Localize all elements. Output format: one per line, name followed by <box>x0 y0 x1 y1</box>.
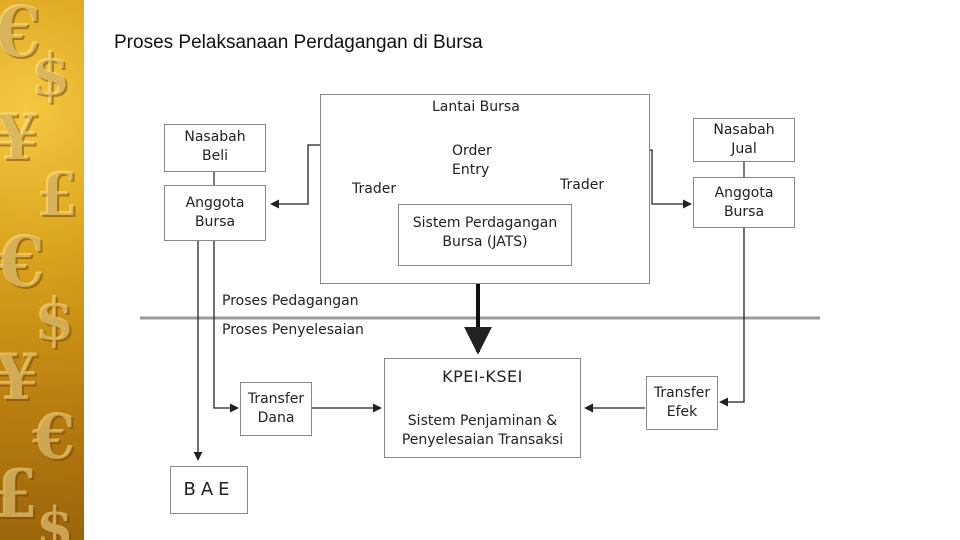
kpei-ksei-box <box>384 358 581 458</box>
nasabah-jual-line: Nasabah <box>713 122 775 138</box>
currency-symbol-icon: ¥ <box>0 100 39 175</box>
kpei-ksei-line: Penyelesaian Transaksi <box>401 432 564 448</box>
trading-process-diagram: Lantai Bursa Trader Trader Order Entry S… <box>140 90 820 520</box>
kpei-ksei-subtitle: Sistem Penjaminan & Penyelesaian Transak… <box>384 412 581 450</box>
anggota-bursa-left-line: Anggota <box>185 195 245 211</box>
order-entry-label: Order Entry <box>452 142 492 180</box>
currency-symbol-icon: $ <box>36 495 74 540</box>
currency-symbol-icon: £ <box>0 455 38 533</box>
jats-box <box>398 204 572 266</box>
proses-penyelesaian-label: Proses Penyelesaian <box>222 322 364 338</box>
currency-symbol-icon: $ <box>30 40 71 108</box>
nasabah-jual-label: Nasabah Jual <box>693 121 795 159</box>
transfer-dana-line: Dana <box>257 410 295 426</box>
currency-symbol-icon: ¥ <box>0 340 39 415</box>
transfer-dana-label: Transfer Dana <box>240 390 312 428</box>
nasabah-jual-line: Jual <box>731 141 757 157</box>
currency-symbol-icon: € <box>0 0 41 73</box>
slide-title: Proses Pelaksanaan Perdagangan di Bursa <box>114 32 483 53</box>
transfer-dana-box <box>240 382 312 436</box>
transfer-efek-line: Transfer <box>653 385 711 401</box>
nasabah-beli-line: Nasabah <box>184 129 246 145</box>
arrow-anggota-to-transfer-dana <box>213 240 239 413</box>
nasabah-jual-box <box>693 118 795 162</box>
transfer-efek-line: Efek <box>666 404 698 420</box>
kpei-ksei-line: Sistem Penjaminan & <box>407 413 558 429</box>
currency-symbol-icon: £ <box>36 160 78 230</box>
transfer-dana-line: Transfer <box>247 391 305 407</box>
jats-line: Sistem Perdagangan <box>412 215 558 231</box>
anggota-bursa-right-line: Anggota <box>714 185 774 201</box>
order-entry-line: Entry <box>452 162 490 178</box>
lantai-bursa-label: Lantai Bursa <box>432 99 520 115</box>
anggota-bursa-right-box <box>693 177 795 228</box>
transfer-efek-label: Transfer Efek <box>644 384 720 422</box>
order-entry-line: Order <box>452 143 492 159</box>
currency-symbol-icon: € <box>32 400 76 473</box>
jats-label: Sistem Perdagangan Bursa (JATS) <box>398 214 572 252</box>
currency-symbol-icon: € <box>0 220 45 303</box>
anggota-bursa-left-box <box>164 185 266 241</box>
bae-label: BAE <box>183 479 235 500</box>
transfer-efek-box <box>646 376 718 430</box>
anggota-bursa-right-line: Bursa <box>723 204 765 220</box>
trader-right-label: Trader <box>560 177 605 193</box>
bae-box <box>170 466 248 514</box>
proses-pedagangan-label: Proses Pedagangan <box>222 293 359 309</box>
anggota-bursa-right-label: Anggota Bursa <box>693 184 795 222</box>
anggota-bursa-left-line: Bursa <box>194 214 236 230</box>
arrow-anggota-to-transfer-efek <box>719 228 745 407</box>
nasabah-beli-box <box>164 124 266 172</box>
nasabah-beli-label: Nasabah Beli <box>164 128 266 166</box>
trader-left-label: Trader <box>352 181 397 197</box>
anggota-bursa-left-label: Anggota Bursa <box>164 194 266 232</box>
kpei-ksei-title: KPEI-KSEI <box>442 367 523 386</box>
currency-symbol-icon: $ <box>34 285 75 353</box>
jats-line: Bursa (JATS) <box>442 234 528 250</box>
currency-decoration-strip: € $ ¥ £ € $ ¥ € £ $ <box>0 0 84 540</box>
nasabah-beli-line: Beli <box>202 148 228 164</box>
